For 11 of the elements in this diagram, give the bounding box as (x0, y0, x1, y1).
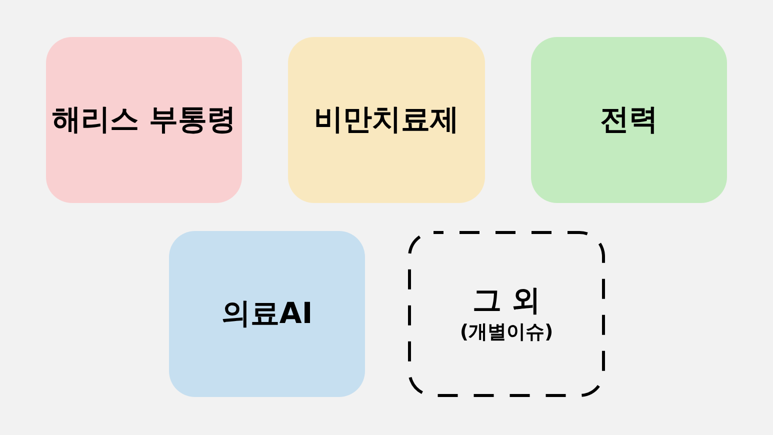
card-title: 전력 (600, 103, 658, 137)
card-subtitle: (개별이슈) (460, 321, 554, 344)
card-title: 비만치료제 (314, 103, 459, 137)
card-title: 해리스 부통령 (52, 103, 236, 137)
topic-card (46, 37, 242, 203)
dashed-box (408, 231, 605, 397)
topic-card (288, 37, 485, 203)
card-title: 의료AI (221, 297, 313, 331)
card-title: 그 외 (472, 284, 541, 318)
topic-card (531, 37, 727, 203)
topic-card (169, 231, 365, 397)
